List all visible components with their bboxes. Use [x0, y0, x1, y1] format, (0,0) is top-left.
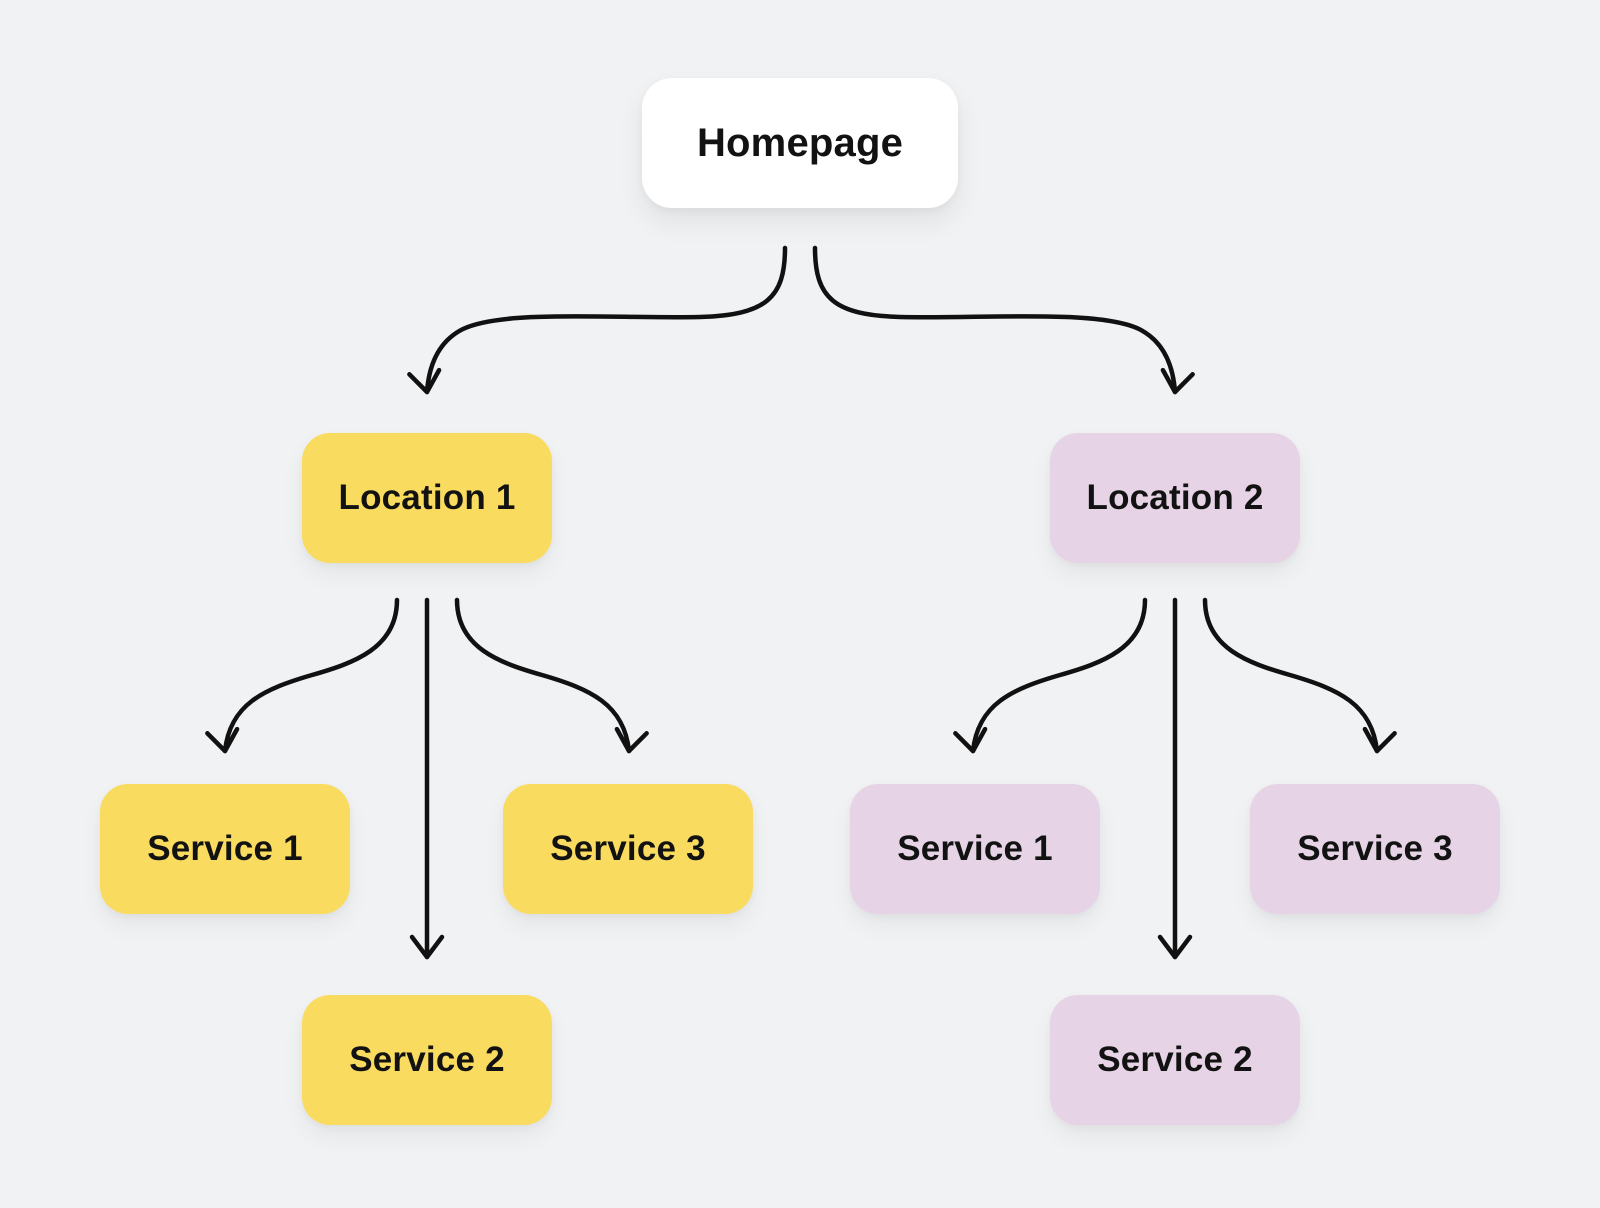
edge-line	[812, 245, 1178, 395]
node-label: Service 2	[349, 1040, 505, 1079]
edge-line	[424, 245, 788, 395]
node-homepage: Homepage	[642, 78, 958, 208]
edge-location1-service2	[409, 597, 445, 960]
node-label: Service 3	[1297, 829, 1453, 868]
node-label: Homepage	[696, 120, 904, 165]
edge-line	[222, 597, 400, 754]
arrowhead-icon	[1160, 367, 1195, 395]
edge-homepage-location2	[812, 245, 1195, 395]
node-location-1-service-2: Service 2	[302, 995, 552, 1125]
edge-location2-service2	[1157, 597, 1193, 960]
edge-location2-service1	[953, 597, 1148, 754]
arrowhead-icon	[953, 726, 988, 754]
node-label: Service 1	[147, 829, 303, 868]
node-location-1: Location 1	[302, 433, 552, 563]
edge-location1-service3	[454, 597, 649, 754]
node-location-2-service-1: Service 1	[850, 784, 1100, 914]
arrowhead-icon	[614, 726, 649, 754]
edge-location2-service3	[1202, 597, 1397, 754]
edge-line	[454, 597, 632, 754]
node-label: Location 2	[1086, 478, 1264, 517]
edge-line	[1202, 597, 1380, 754]
arrowhead-icon	[205, 726, 240, 754]
arrowhead-icon	[409, 934, 445, 960]
node-location-2: Location 2	[1050, 433, 1300, 563]
node-label: Service 3	[550, 829, 706, 868]
edge-homepage-location1	[407, 245, 788, 395]
node-location-1-service-3: Service 3	[503, 784, 753, 914]
node-label: Location 1	[338, 478, 516, 517]
node-location-2-service-3: Service 3	[1250, 784, 1500, 914]
arrowhead-icon	[1157, 934, 1193, 960]
edge-line	[970, 597, 1148, 754]
node-label: Service 2	[1097, 1040, 1253, 1079]
node-location-1-service-1: Service 1	[100, 784, 350, 914]
arrowhead-icon	[407, 367, 442, 395]
node-label: Service 1	[897, 829, 1053, 868]
edge-location1-service1	[205, 597, 400, 754]
node-location-2-service-2: Service 2	[1050, 995, 1300, 1125]
arrowhead-icon	[1362, 726, 1397, 754]
